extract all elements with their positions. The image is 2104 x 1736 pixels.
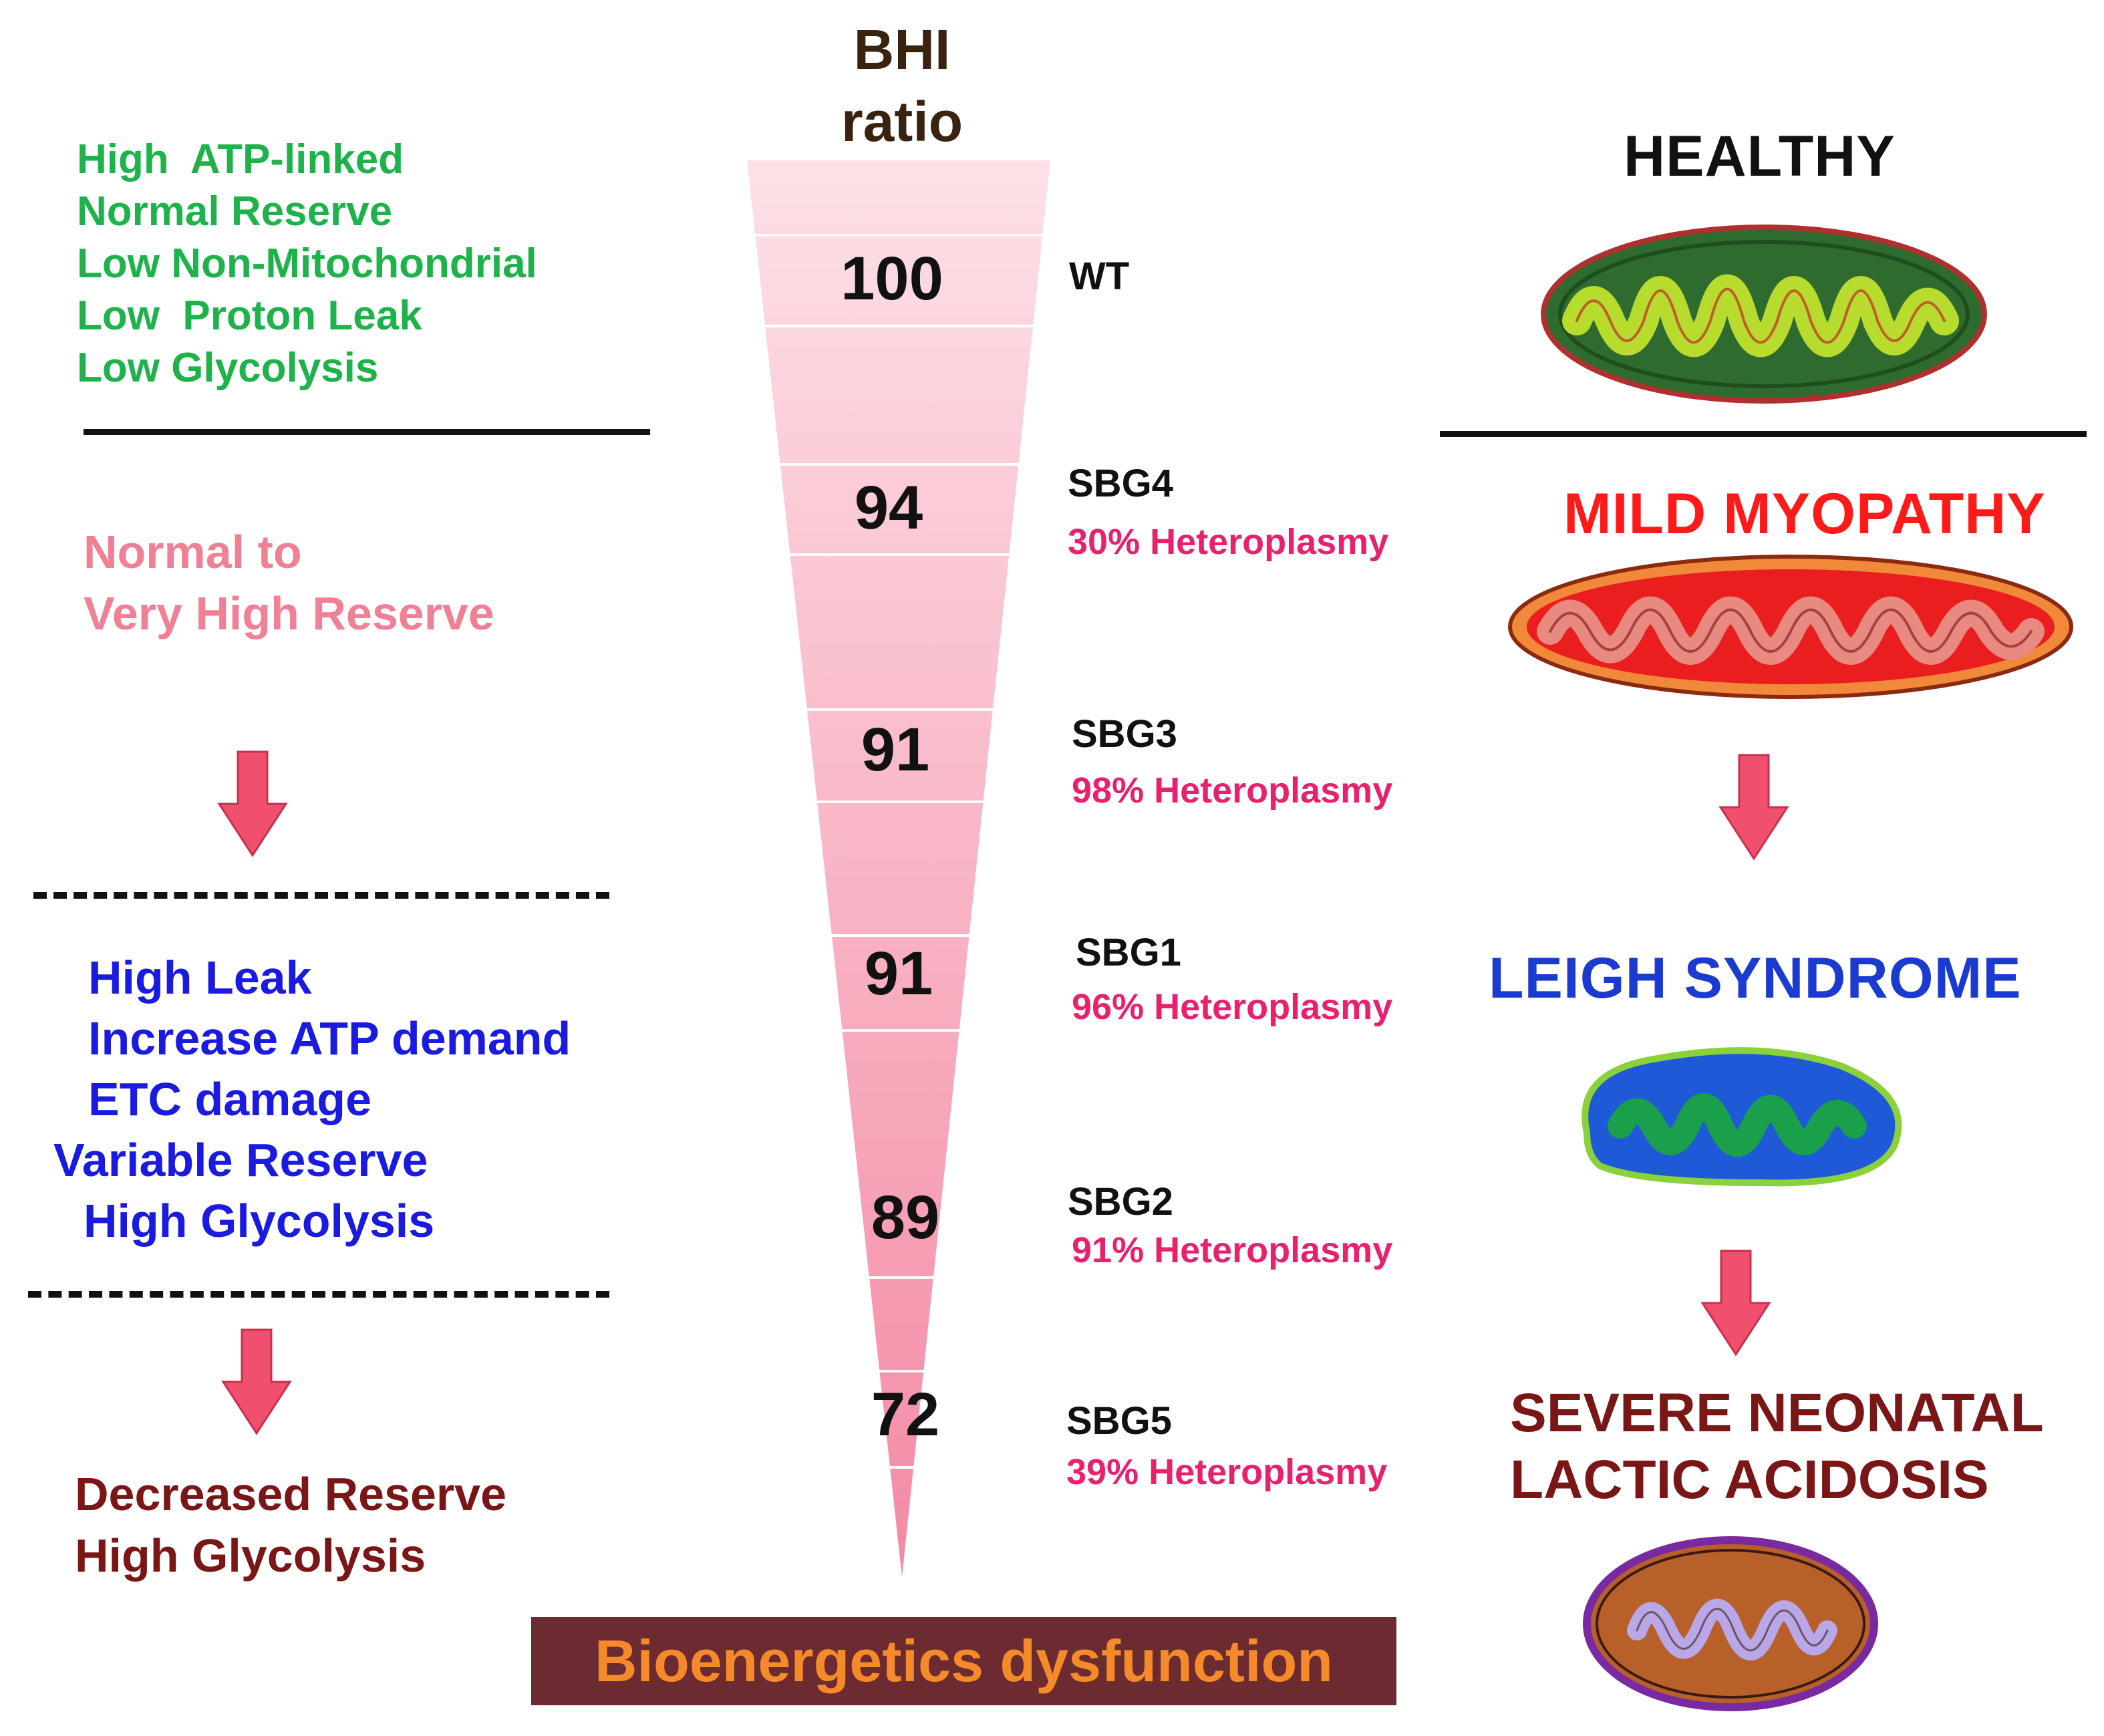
healthy-traits-list: High ATP-linked Normal Reserve Low Non-M… xyxy=(77,134,537,394)
down-arrow-icon xyxy=(1718,754,1789,861)
bhi-value-sbg2: 89 xyxy=(871,1183,940,1252)
heteroplasmy-sbg1: 96% Heteroplasmy xyxy=(1072,987,1393,1027)
leigh-trait: ETC damage xyxy=(88,1073,371,1125)
healthy-trait: Low Non-Mitochondrial xyxy=(77,241,537,287)
left-divider-dashed-2 xyxy=(28,1291,609,1298)
healthy-trait: Normal Reserve xyxy=(77,188,393,235)
leigh-trait: High Leak xyxy=(88,952,312,1004)
leigh-trait: Increase ATP demand xyxy=(88,1012,571,1064)
status-severe-line1: SEVERE NEONATAL xyxy=(1510,1383,2044,1443)
mitochondrion-myopathy-icon xyxy=(1508,555,2073,699)
leigh-trait: Variable Reserve xyxy=(53,1134,428,1186)
reserve-trait: Very High Reserve xyxy=(84,587,494,639)
reserve-traits-list: Normal to Very High Reserve xyxy=(84,521,494,644)
healthy-trait: Low Proton Leak xyxy=(77,293,422,339)
bhi-title-line2: ratio xyxy=(841,90,963,153)
severe-trait: High Glycolysis xyxy=(75,1530,426,1582)
leigh-traits-list: High Leak Increase ATP demand ETC damage… xyxy=(47,948,571,1252)
bhi-value-sbg5: 72 xyxy=(871,1381,940,1449)
cone-dividers xyxy=(748,234,1049,1469)
bhi-cone-shape xyxy=(747,160,1050,1577)
severe-trait: Decreased Reserve xyxy=(75,1468,507,1520)
status-severe: SEVERE NEONATAL LACTIC ACIDOSIS xyxy=(1510,1380,2044,1513)
heteroplasmy-sbg3: 98% Heteroplasmy xyxy=(1072,770,1393,811)
bhi-value-sbg4: 94 xyxy=(854,474,923,542)
reserve-trait: Normal to xyxy=(84,526,302,578)
down-arrow-icon xyxy=(221,1328,292,1435)
bhi-value-sbg1: 91 xyxy=(864,939,933,1008)
bhi-value-wt: 100 xyxy=(841,245,943,313)
bhi-ratio-title: BHI ratio xyxy=(755,13,1049,158)
down-arrow-icon xyxy=(1700,1250,1771,1356)
group-label-sbg4: SBG4 xyxy=(1068,462,1173,505)
heteroplasmy-sbg5: 39% Heteroplasmy xyxy=(1066,1452,1388,1492)
status-mild-myopathy: MILD MYOPATHY xyxy=(1563,482,2046,546)
bhi-title-line1: BHI xyxy=(853,18,951,81)
group-label-sbg5: SBG5 xyxy=(1066,1399,1172,1443)
healthy-trait: Low Glycolysis xyxy=(77,345,379,391)
status-leigh-syndrome: LEIGH SYNDROME xyxy=(1489,946,2022,1010)
healthy-trait: High ATP-linked xyxy=(77,136,404,182)
group-label-sbg3: SBG3 xyxy=(1072,712,1177,756)
severe-traits-list: Decreased Reserve High Glycolysis xyxy=(75,1463,506,1586)
group-label-sbg2: SBG2 xyxy=(1068,1180,1173,1223)
bioenergetics-banner-text: Bioenergetics dysfunction xyxy=(594,1628,1334,1694)
mitochondrion-healthy-icon xyxy=(1541,225,1987,404)
down-arrow-icon xyxy=(217,750,288,857)
status-severe-line2: LACTIC ACIDOSIS xyxy=(1510,1449,1989,1510)
heteroplasmy-sbg2: 91% Heteroplasmy xyxy=(1072,1230,1393,1270)
left-divider-solid xyxy=(84,429,650,435)
status-healthy: HEALTHY xyxy=(1624,124,1896,188)
mitochondrion-severe-icon xyxy=(1583,1536,1878,1711)
bioenergetics-banner: Bioenergetics dysfunction xyxy=(531,1617,1396,1705)
group-label-wt: WT xyxy=(1069,255,1130,298)
heteroplasmy-sbg4: 30% Heteroplasmy xyxy=(1068,522,1389,562)
group-label-sbg1: SBG1 xyxy=(1076,931,1181,974)
bhi-value-sbg3: 91 xyxy=(861,716,930,784)
left-divider-dashed-1 xyxy=(33,892,609,899)
leigh-trait: High Glycolysis xyxy=(84,1195,435,1247)
mitochondrion-leigh-icon xyxy=(1582,1047,1902,1187)
right-divider-solid xyxy=(1440,431,2087,437)
